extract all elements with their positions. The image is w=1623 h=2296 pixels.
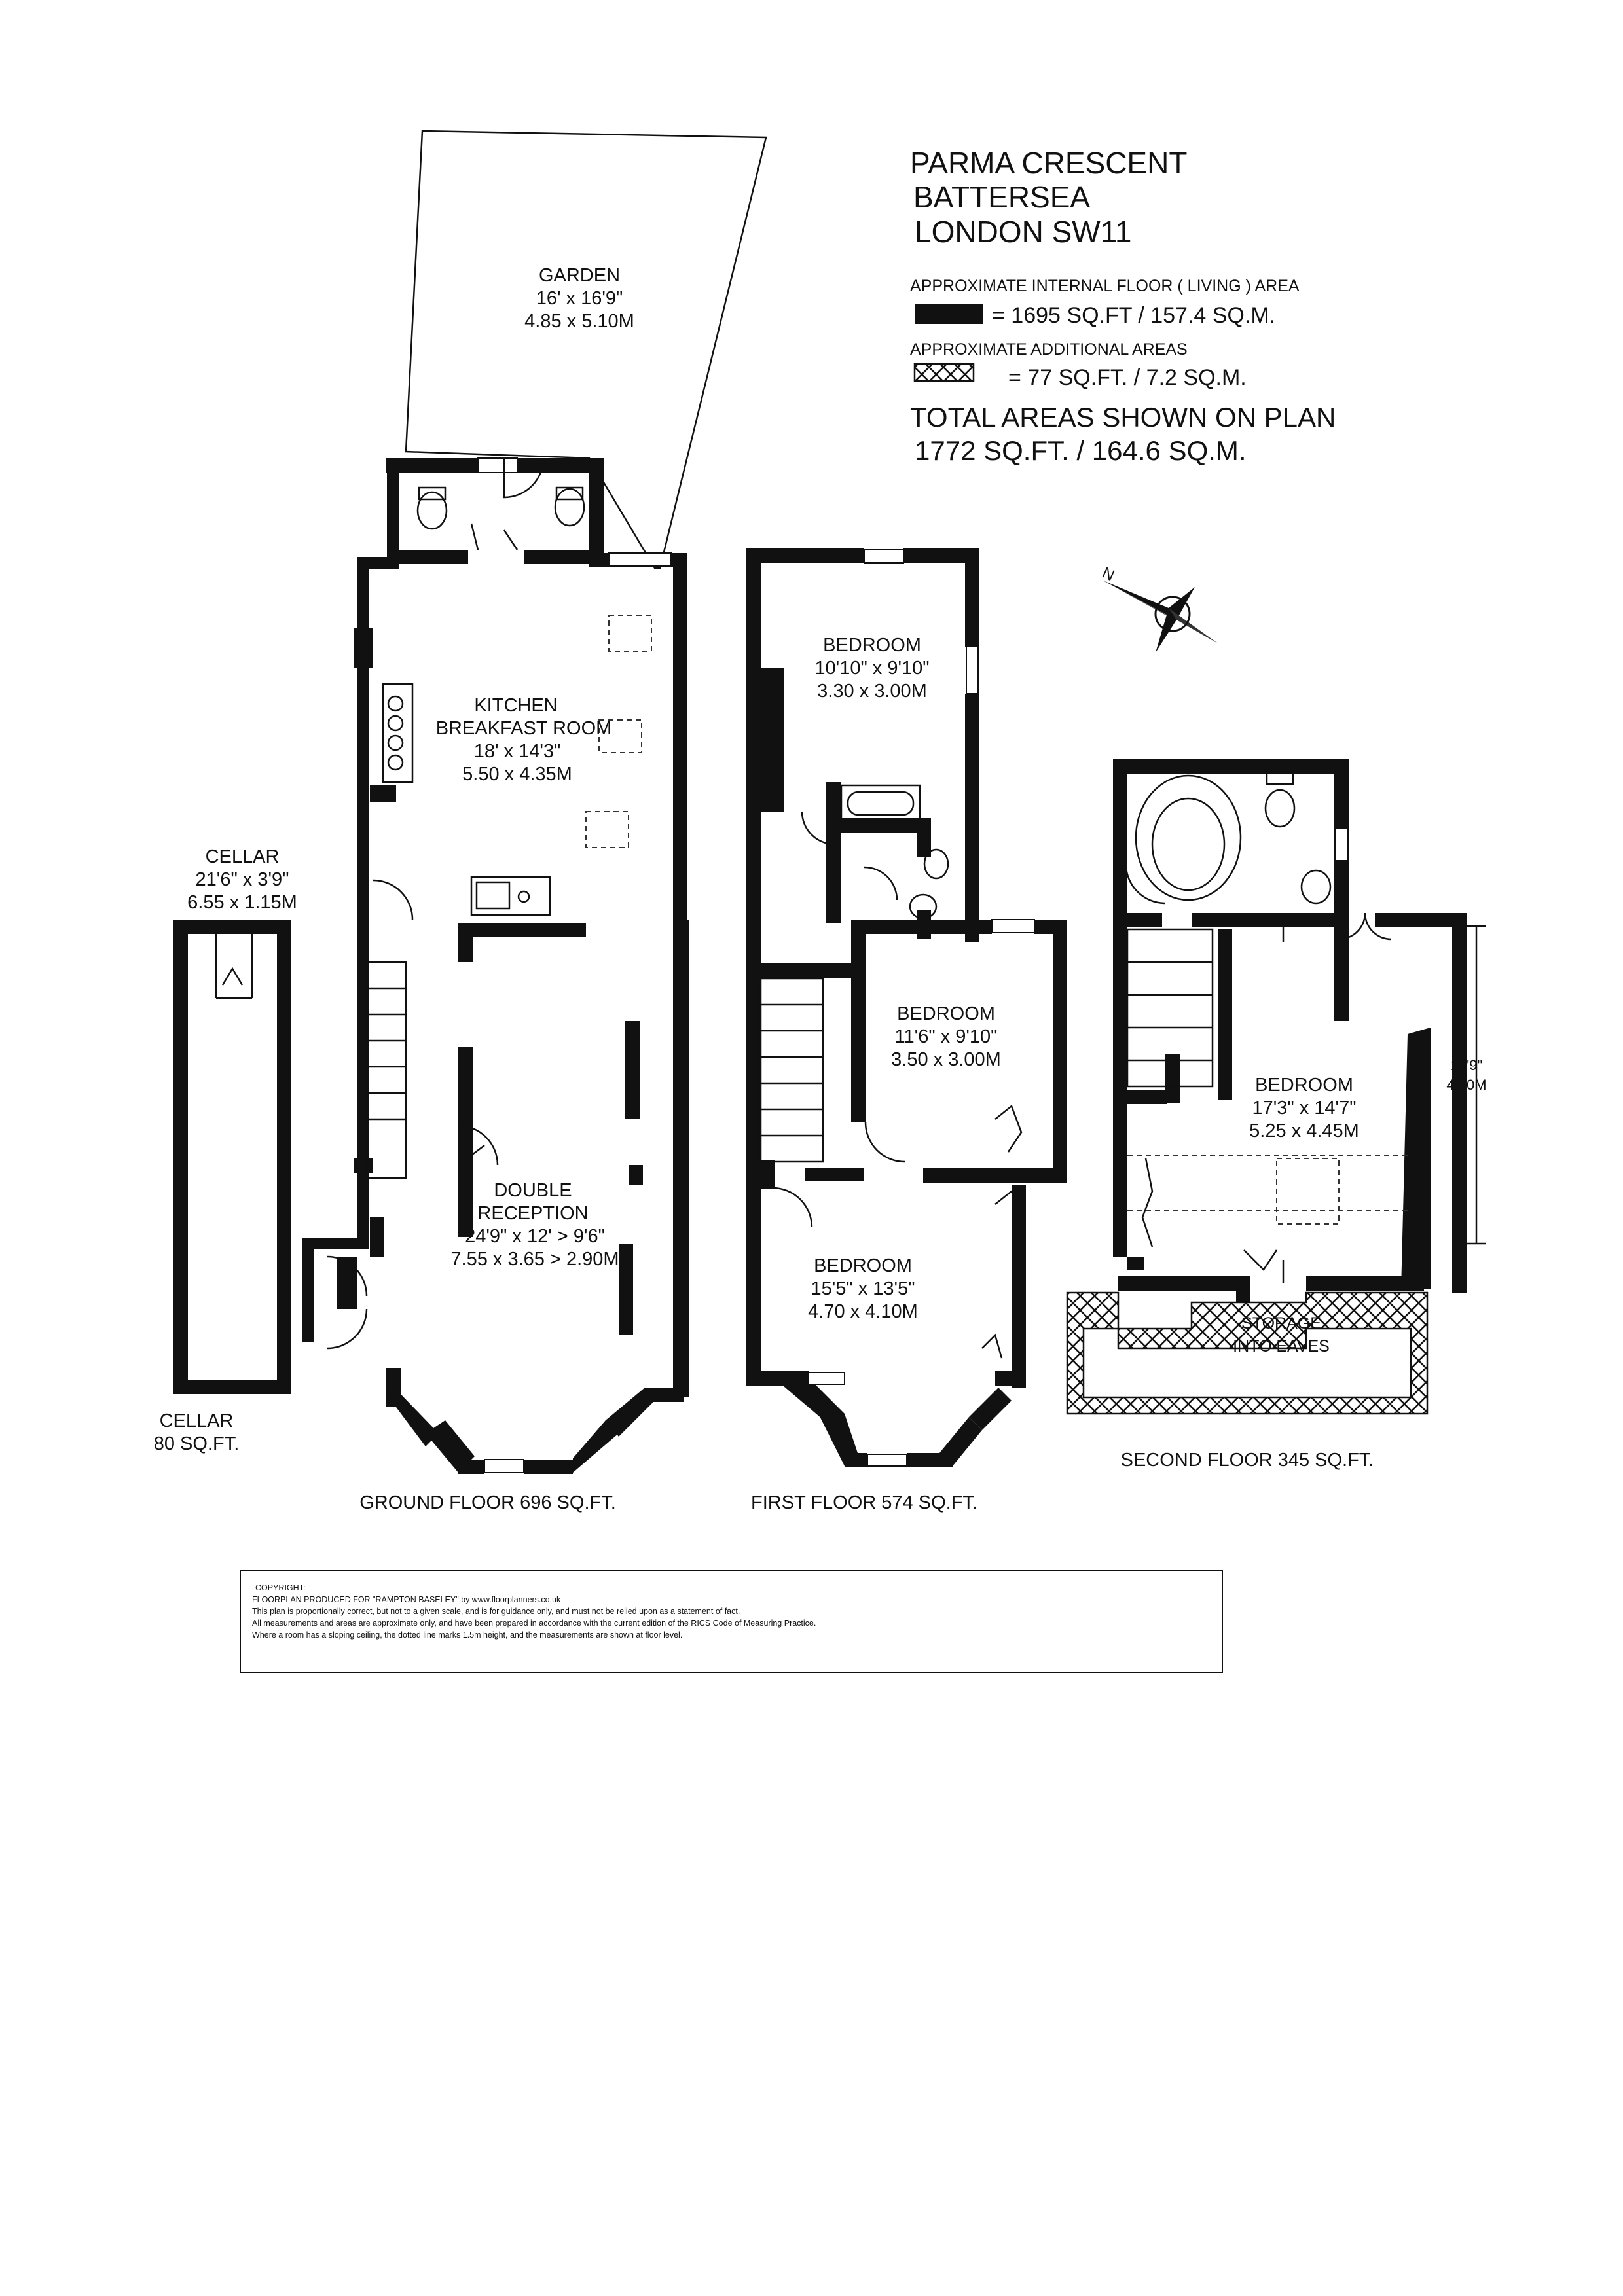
address-line-3: LONDON SW11 [915, 215, 1131, 249]
copyright-box [240, 1570, 1223, 1673]
reception-label: DOUBLE RECEPTION 24'9" x 12' > 9'6" 7.55… [450, 1180, 619, 1270]
second-floor-plan [1066, 759, 1486, 1415]
total-area-line-1: TOTAL AREAS SHOWN ON PLAN [910, 402, 1336, 433]
height-dim-metric: 4.50M [1446, 1077, 1486, 1093]
bedroom-3-dim-imperial: 15'5" x 13'5" [811, 1278, 915, 1299]
bedroom-1-name: BEDROOM [823, 635, 921, 656]
height-dimension-label: 13'9" 4.50M [1446, 1057, 1486, 1093]
storage-name-2: INTO EAVES [1233, 1337, 1330, 1355]
bedroom-1-label: BEDROOM 10'10" x 9'10" 3.30 x 3.00M [814, 635, 929, 702]
ground-floor-label: GROUND FLOOR 696 SQ.FT. [359, 1492, 616, 1513]
bedroom-4-label: BEDROOM 17'3" x 14'7" 5.25 x 4.45M [1249, 1075, 1359, 1141]
height-dim-imperial: 13'9" [1451, 1057, 1483, 1073]
garden-label: GARDEN 16' x 16'9" 4.85 x 5.10M [524, 265, 634, 332]
cellar-floor-name: CELLAR [160, 1410, 234, 1431]
bedroom-2-dim-metric: 3.50 x 3.00M [891, 1049, 1001, 1070]
cellar-name: CELLAR [206, 846, 280, 867]
compass-icon: N [1099, 564, 1218, 653]
internal-area-label: APPROXIMATE INTERNAL FLOOR ( LIVING ) AR… [910, 277, 1300, 295]
bedroom-2-name: BEDROOM [897, 1003, 995, 1024]
cellar-floor-area: 80 SQ.FT. [154, 1433, 240, 1454]
reception-dim-metric: 7.55 x 3.65 > 2.90M [450, 1249, 619, 1270]
garden-dim-metric: 4.85 x 5.10M [524, 311, 634, 332]
storage-name: STORAGE [1241, 1314, 1321, 1333]
copyright-line-3: This plan is proportionally correct, but… [252, 1607, 740, 1616]
area-legend: APPROXIMATE INTERNAL FLOOR ( LIVING ) AR… [910, 277, 1336, 466]
kitchen-dim-metric: 5.50 x 4.35M [462, 764, 572, 785]
kitchen-dim-imperial: 18' x 14'3" [474, 741, 561, 762]
copyright-line-2: FLOORPLAN PRODUCED FOR "RAMPTON BASELEY"… [252, 1595, 561, 1604]
address-line-1: PARMA CRESCENT [910, 146, 1187, 180]
additional-area-swatch [913, 363, 975, 382]
compass-north-label: N [1099, 564, 1117, 585]
first-floor-label: FIRST FLOOR 574 SQ.FT. [751, 1492, 977, 1513]
address-line-2: BATTERSEA [913, 180, 1090, 214]
reception-dim-imperial: 24'9" x 12' > 9'6" [465, 1226, 605, 1247]
storage-label: STORAGE INTO EAVES [1233, 1314, 1330, 1355]
cellar-floor-label: CELLAR 80 SQ.FT. [154, 1410, 240, 1454]
first-floor-plan [746, 548, 1067, 1467]
bedroom-4-dim-imperial: 17'3" x 14'7" [1252, 1098, 1356, 1119]
total-area-line-2: 1772 SQ.FT. / 164.6 SQ.M. [915, 435, 1247, 466]
address-block: PARMA CRESCENT BATTERSEA LONDON SW11 [910, 146, 1187, 249]
garden-name: GARDEN [539, 265, 620, 286]
reception-name: DOUBLE [494, 1180, 572, 1201]
cellar-plan [173, 920, 291, 1394]
second-floor-label: SECOND FLOOR 345 SQ.FT. [1121, 1450, 1374, 1471]
bedroom-1-dim-metric: 3.30 x 3.00M [817, 681, 927, 702]
bedroom-1-dim-imperial: 10'10" x 9'10" [814, 658, 929, 679]
kitchen-name: KITCHEN [474, 695, 557, 716]
cellar-label: CELLAR 21'6" x 3'9" 6.55 x 1.15M [187, 846, 297, 913]
bedroom-2-dim-imperial: 11'6" x 9'10" [895, 1026, 998, 1047]
bedroom-3-name: BEDROOM [814, 1255, 912, 1276]
internal-area-value: = 1695 SQ.FT / 157.4 SQ.M. [992, 303, 1275, 328]
bedroom-2-label: BEDROOM 11'6" x 9'10" 3.50 x 3.00M [891, 1003, 1001, 1070]
copyright-text: COPYRIGHT: FLOORPLAN PRODUCED FOR "RAMPT… [252, 1583, 816, 1640]
additional-area-value: = 77 SQ.FT. / 7.2 SQ.M. [1008, 365, 1247, 390]
kitchen-name-2: BREAKFAST ROOM [436, 718, 612, 739]
reception-name-2: RECEPTION [477, 1203, 588, 1224]
bedroom-4-dim-metric: 5.25 x 4.45M [1249, 1121, 1359, 1141]
cellar-dim-metric: 6.55 x 1.15M [187, 892, 297, 913]
copyright-line-5: Where a room has a sloping ceiling, the … [252, 1630, 682, 1640]
bedroom-4-name: BEDROOM [1255, 1075, 1353, 1096]
garden-outline [405, 130, 767, 569]
copyright-line-1: COPYRIGHT: [255, 1583, 305, 1592]
bedroom-3-label: BEDROOM 15'5" x 13'5" 4.70 x 4.10M [808, 1255, 918, 1322]
ground-floor-plan [302, 457, 689, 1474]
garden-dim-imperial: 16' x 16'9" [536, 288, 623, 309]
internal-area-swatch [915, 304, 983, 324]
cellar-dim-imperial: 21'6" x 3'9" [196, 869, 289, 890]
bedroom-3-dim-metric: 4.70 x 4.10M [808, 1301, 918, 1322]
copyright-line-4: All measurements and areas are approxima… [252, 1619, 816, 1628]
kitchen-label: KITCHEN BREAKFAST ROOM 18' x 14'3" 5.50 … [436, 695, 612, 785]
additional-area-label: APPROXIMATE ADDITIONAL AREAS [910, 340, 1188, 359]
